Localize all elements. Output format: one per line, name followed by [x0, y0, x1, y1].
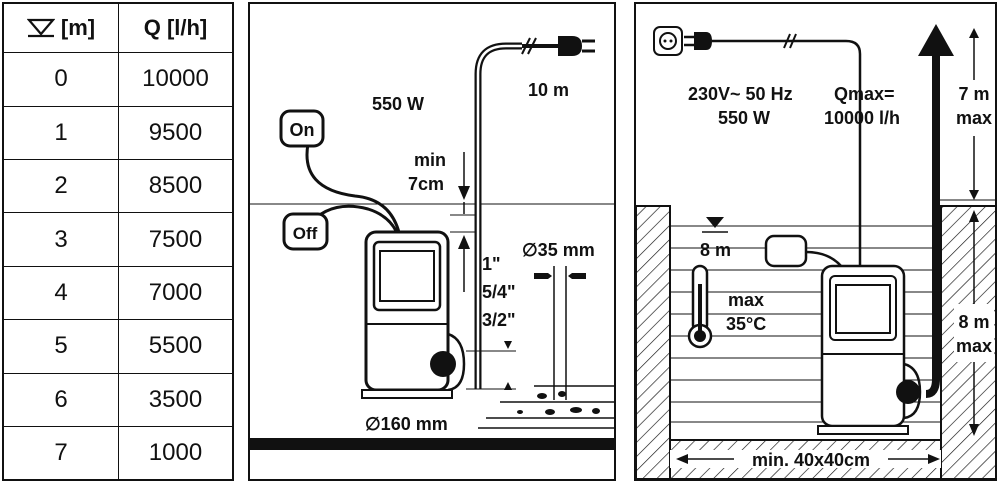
pump-body	[817, 264, 922, 435]
height-cell: 7	[4, 426, 119, 479]
power-cable	[474, 42, 522, 389]
depth-max-label: max	[956, 336, 992, 356]
table-header-row: [m] Q [l/h]	[4, 4, 232, 54]
height-cell: 6	[4, 372, 119, 428]
floor-bar	[250, 438, 614, 450]
installation-diagram-panel: 10 m 550 W On Off min 7cm 1" 5/4"	[248, 2, 616, 481]
flow-cell: 7000	[118, 265, 232, 321]
temp-max-label: max	[728, 290, 764, 310]
depth-value-label: 8 m	[958, 312, 989, 332]
min-value-label: 7cm	[408, 174, 444, 194]
sediment-gravel	[478, 385, 614, 429]
cable-length-label: 10 m	[528, 80, 569, 100]
float-cable-on	[305, 143, 404, 255]
head-height-header: [m]	[4, 4, 119, 54]
flow-cell: 9500	[118, 105, 232, 161]
plug-icon	[684, 32, 712, 50]
pump-diameter-label: ∅160 mm	[365, 414, 448, 434]
on-label: On	[290, 120, 315, 140]
flow-arrow-up-icon	[918, 24, 954, 56]
height-cell: 4	[4, 265, 119, 321]
head-unit-label: [m]	[60, 15, 96, 41]
pump-outlet	[430, 351, 456, 377]
height-cell: 2	[4, 159, 119, 214]
off-label: Off	[293, 224, 318, 243]
shaft-wall-left	[636, 205, 671, 479]
thermometer-icon	[687, 264, 713, 349]
float-switch-on	[279, 109, 325, 148]
head-max-label: max	[956, 108, 992, 128]
depth-dimension	[969, 210, 979, 436]
hose-size-1: 1"	[482, 254, 501, 274]
power-label: 550 W	[718, 108, 770, 128]
min-label: min	[414, 150, 446, 170]
hose-size-3: 3/2"	[482, 310, 516, 330]
flow-cell: 3500	[118, 372, 232, 428]
pump-outlet	[896, 380, 920, 404]
cable-break-mark	[521, 37, 531, 55]
particle-size-label: ∅35 mm	[522, 240, 595, 260]
head-dimension	[940, 28, 995, 201]
height-cell: 1	[4, 105, 119, 161]
flow-cell: 10000	[118, 52, 232, 107]
float-switch-off	[282, 212, 329, 251]
shaft-size-label: min. 40x40cm	[752, 450, 870, 470]
immersion-depth-label: 8 m	[700, 240, 731, 260]
flow-cell: 1000	[118, 426, 232, 479]
qmax-value-label: 10000 l/h	[824, 108, 900, 128]
flow-header: Q [l/h]	[118, 4, 232, 54]
delivery-head-icon	[26, 19, 55, 38]
float-switch	[764, 234, 808, 268]
qmax-label: Qmax=	[834, 84, 895, 104]
height-cell: 5	[4, 319, 119, 374]
hose-size-2: 5/4"	[482, 282, 516, 302]
height-cell: 3	[4, 212, 119, 267]
power-cable	[712, 39, 862, 294]
cable-break-mark	[783, 33, 791, 49]
plug-icon	[558, 36, 595, 56]
pump-body	[361, 230, 466, 399]
shaft-width-dimension	[676, 454, 940, 464]
power-label: 550 W	[372, 94, 424, 114]
socket-icon	[653, 26, 683, 56]
flow-cell: 7500	[118, 212, 232, 267]
height-cell: 0	[4, 52, 119, 107]
voltage-label: 230V~ 50 Hz	[688, 84, 793, 104]
installation-diagram: 10 m 550 W On Off min 7cm 1" 5/4"	[250, 36, 614, 450]
arrow-up-icon	[458, 235, 470, 249]
temp-value-label: 35°C	[726, 314, 766, 334]
well-diagram: 230V~ 50 Hz 550 W Qmax= 10000 l/h 8 m	[636, 24, 995, 479]
well-installation-panel: 230V~ 50 Hz 550 W Qmax= 10000 l/h 8 m	[634, 2, 997, 481]
flow-cell: 5500	[118, 319, 232, 374]
discharge-pipe	[925, 49, 940, 398]
head-value-label: 7 m	[958, 84, 989, 104]
water-level-icon	[706, 217, 724, 228]
arrow-down-icon	[458, 186, 470, 200]
flow-cell: 8500	[118, 159, 232, 214]
